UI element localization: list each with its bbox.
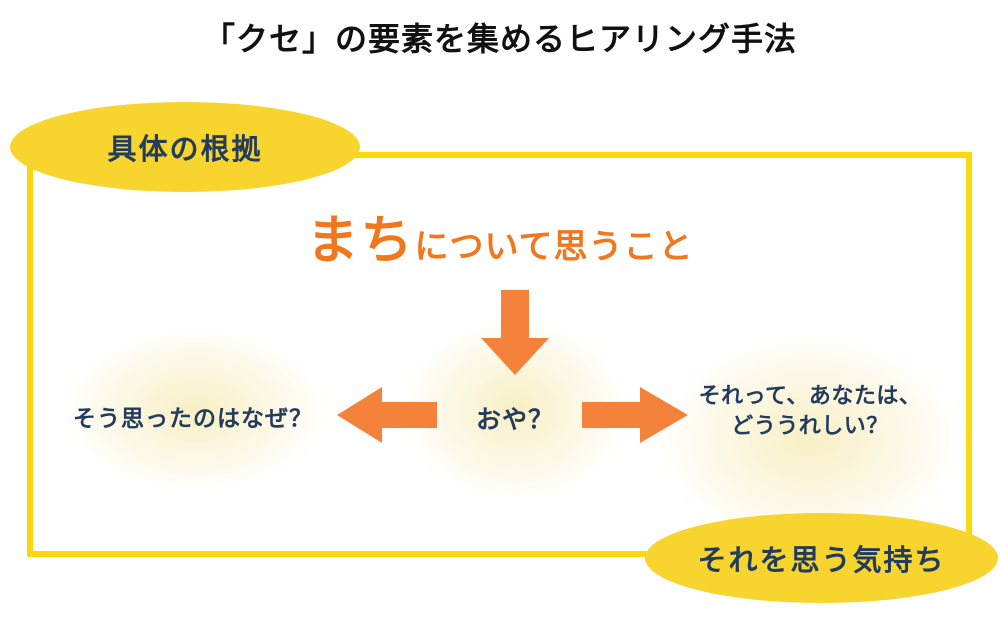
central-topic-rest: について思うこと xyxy=(414,228,694,266)
bubble-concrete-evidence-label: 具体の根拠 xyxy=(107,134,263,166)
right-question-line1: それって、あなたは、 xyxy=(698,383,922,408)
right-arrow-icon xyxy=(582,387,688,443)
bubble-feeling-label: それを思う気持ち xyxy=(697,545,946,577)
bubble-feeling: それを思う気持ち xyxy=(645,513,998,603)
left-question-label: そう思ったのはなぜ？ xyxy=(73,405,313,431)
page-title: 「クセ」の要素を集めるヒアリング手法 xyxy=(202,21,797,57)
central-topic: まちについて思うこと xyxy=(0,198,1000,273)
right-question-line2: どううれしい？ xyxy=(731,413,889,438)
bubble-concrete-evidence: 具体の根拠 xyxy=(10,102,360,192)
central-topic-emphasis: まち xyxy=(306,212,415,270)
right-question-label: それって、あなたは、 どううれしい？ xyxy=(685,381,935,441)
down-arrow-icon xyxy=(481,290,549,375)
left-arrow-icon xyxy=(337,387,437,443)
frame-border xyxy=(27,152,972,557)
